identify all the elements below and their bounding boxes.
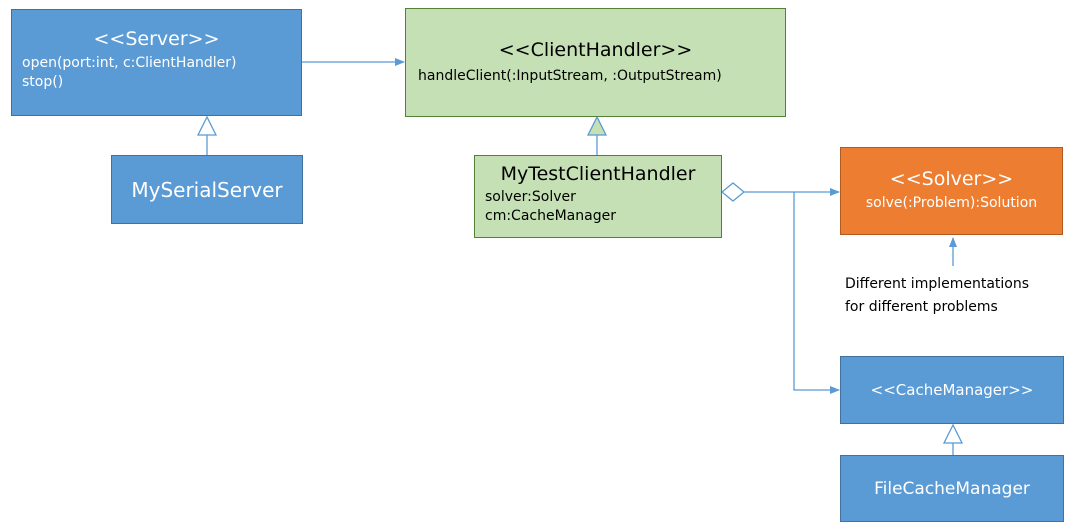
solver-interface-box: <<Solver>> solve(:Problem):Solution — [840, 147, 1063, 235]
cache-manager-title: <<CacheManager>> — [870, 381, 1034, 399]
my-test-client-handler-field-solver: solver:Solver — [485, 189, 576, 205]
mytestclienthandler-inheritance-triangle — [586, 115, 608, 136]
aggregation-to-cachemanager-arrow — [793, 192, 840, 394]
client-handler-title: <<ClientHandler>> — [498, 39, 693, 61]
my-serial-server-box: MySerialServer — [111, 155, 303, 224]
solver-method: solve(:Problem):Solution — [865, 195, 1038, 211]
client-handler-method: handleClient(:InputStream, :OutputStream… — [418, 68, 722, 84]
server-method-stop: stop() — [22, 74, 64, 90]
myserialserver-inheritance-triangle — [196, 115, 218, 136]
implementation-note: Different implementations for different … — [845, 273, 1029, 319]
solver-title: <<Solver>> — [889, 168, 1014, 190]
my-serial-server-title: MySerialServer — [131, 177, 283, 202]
cache-manager-interface-box: <<CacheManager>> — [840, 356, 1064, 424]
my-test-client-handler-title: MyTestClientHandler — [500, 163, 696, 185]
note-line-2: for different problems — [845, 299, 998, 315]
server-interface-box: <<Server>> open(port:int, c:ClientHandle… — [11, 9, 302, 116]
client-handler-interface-box: <<ClientHandler>> handleClient(:InputStr… — [405, 8, 786, 117]
server-method-open: open(port:int, c:ClientHandler) — [22, 55, 237, 71]
file-cache-manager-title: FileCacheManager — [874, 478, 1030, 499]
file-cache-manager-box: FileCacheManager — [840, 455, 1064, 522]
my-test-client-handler-box: MyTestClientHandler solver:Solver cm:Cac… — [474, 155, 722, 238]
filecachemanager-inheritance-triangle — [942, 423, 964, 444]
note-line-1: Different implementations — [845, 276, 1030, 292]
my-test-client-handler-field-cm: cm:CacheManager — [485, 208, 616, 224]
aggregation-diamond — [720, 182, 746, 202]
server-title: <<Server>> — [93, 28, 220, 50]
